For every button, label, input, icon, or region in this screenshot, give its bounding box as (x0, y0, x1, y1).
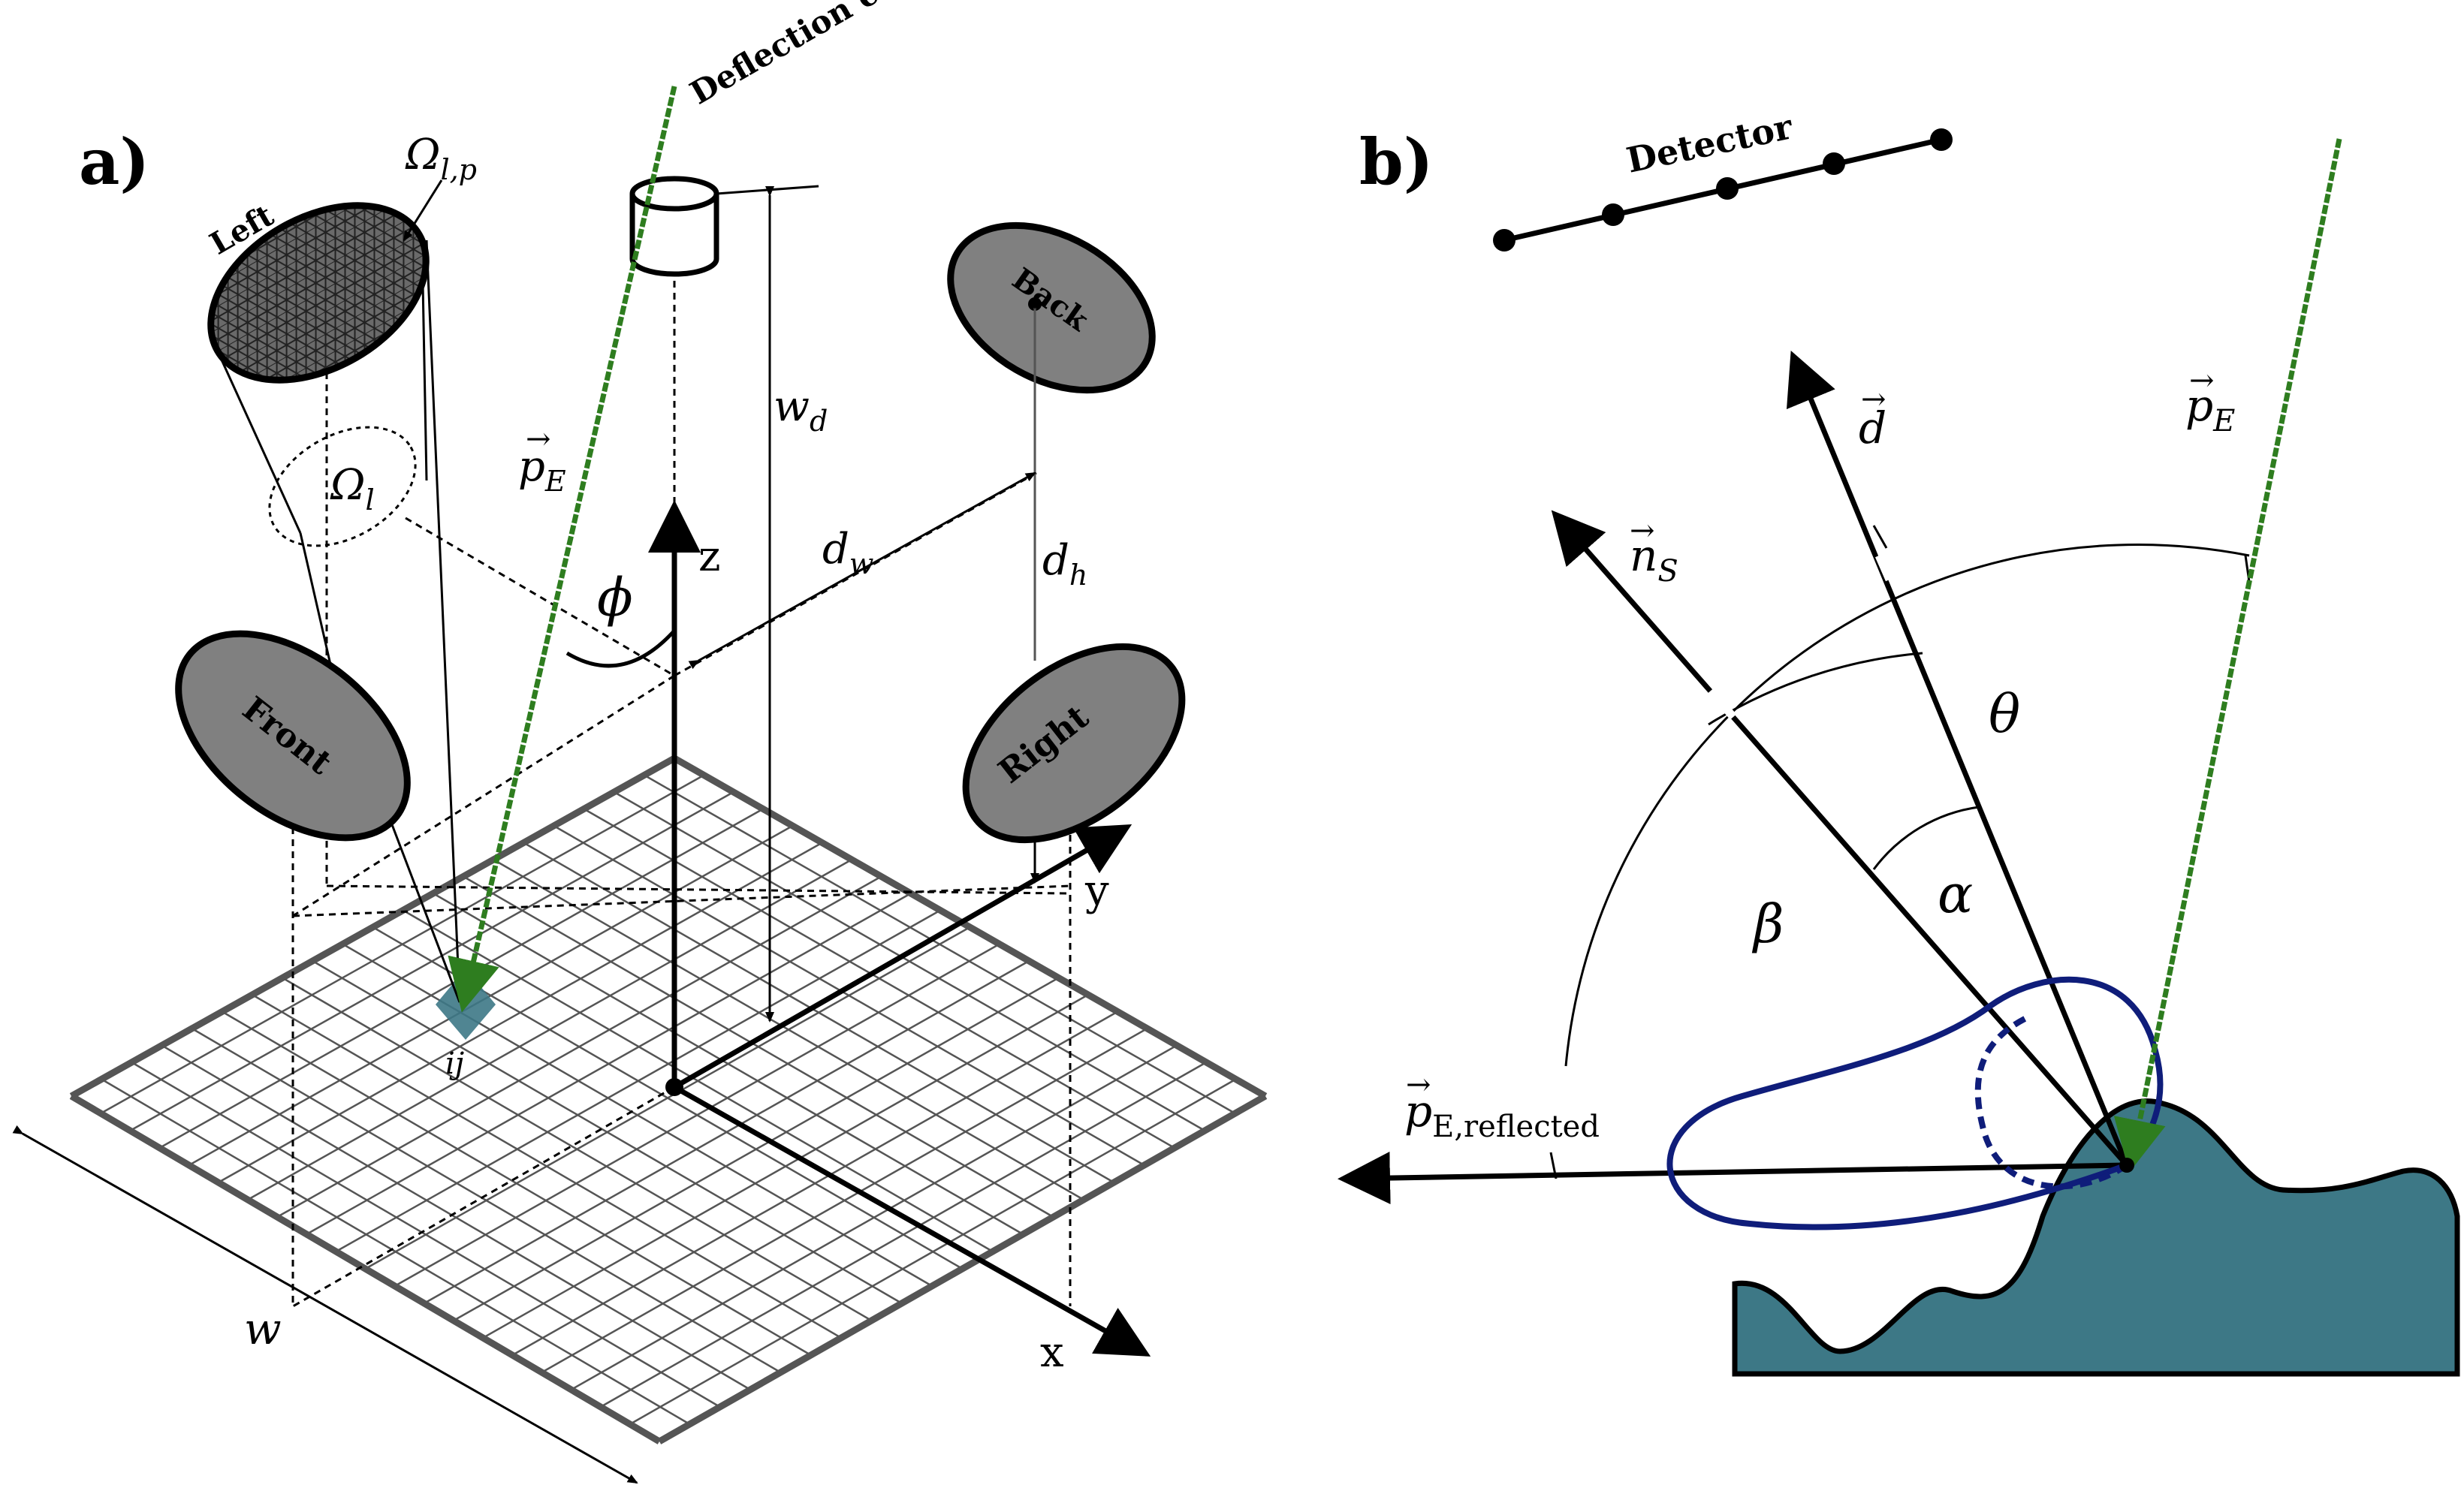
dw-line (688, 471, 1036, 670)
omega-lp-sub: l,p (440, 153, 477, 186)
vector-d (1786, 351, 2130, 1167)
panel-a-label: a) (79, 125, 149, 199)
vector-nS (1551, 510, 2129, 1167)
front-detector (175, 630, 411, 842)
y-axis (673, 824, 1132, 1090)
phi-label: ϕ (597, 567, 633, 628)
beam-pE-b-label: pE (2185, 380, 2235, 438)
omega-l-sub: l (365, 483, 374, 517)
deflection-coils-icon (629, 176, 719, 277)
phi-arc (565, 629, 676, 668)
pixel-ij (436, 968, 496, 1040)
left-detector (207, 202, 430, 384)
beam-pE-b-arrow: → (2189, 363, 2215, 398)
detector-label: Detector (1623, 106, 1796, 181)
back-detector (947, 221, 1156, 394)
outer-arc (1564, 544, 2250, 1067)
panel-a: a) ij Ωl (12, 0, 1268, 1484)
w-label: w (244, 1303, 282, 1354)
grid-line (541, 1027, 1148, 1374)
panel-b: b) Detector (1338, 106, 2460, 1377)
panel-b-label: b) (1359, 125, 1433, 199)
grid-line (69, 1093, 662, 1444)
omega-lp-pointer (403, 179, 443, 242)
vector-nS-label: nS (1630, 530, 1678, 589)
grid-line (657, 1093, 1268, 1444)
alpha-label: α (1938, 863, 1973, 925)
grid-line (101, 1078, 690, 1426)
alpha-arc (1872, 806, 1980, 870)
detector-points (1493, 128, 1953, 252)
w-dimension (12, 1125, 638, 1484)
gap-1 (1874, 553, 1894, 582)
origin-point (665, 1078, 683, 1096)
pixel-ij-label: ij (445, 1047, 464, 1081)
vector-nS-sub: S (1657, 554, 1678, 589)
impact-point (2119, 1158, 2134, 1173)
dw-sub: w (849, 547, 874, 580)
y-axis-label: y (1084, 866, 1109, 915)
x-axis-label: x (1040, 1328, 1064, 1377)
axes (648, 500, 1151, 1357)
wd-sub: d (810, 405, 828, 438)
omega-l-ellipse (268, 426, 417, 547)
x-axis (673, 1084, 1151, 1357)
gap-2 (1707, 688, 1737, 720)
wd-label: wd (774, 382, 828, 438)
beam-pE-b-sub: E (2212, 404, 2235, 438)
vector-nS-arrow: → (1630, 514, 1655, 548)
beta-label: β (1751, 893, 1784, 955)
omega-lp-label: Ωl,p (405, 131, 477, 186)
beam-pE-b (2113, 138, 2342, 1173)
vector-reflected (1338, 1152, 2128, 1205)
grid-line (570, 1044, 1178, 1391)
grid-line (629, 1078, 1237, 1426)
dh-sub: h (1069, 559, 1087, 592)
reflected-sub: E,reflected (1432, 1110, 1600, 1144)
vector-d-label: d (1859, 402, 1886, 453)
beam-pE (448, 86, 677, 1013)
right-detector (962, 643, 1186, 844)
dh-label: dh (1042, 536, 1087, 592)
dw-label: dw (822, 525, 873, 580)
z-axis-label: z (698, 532, 721, 581)
gap-3 (1723, 729, 1754, 761)
sample-surface (1732, 1098, 2460, 1377)
beam-pE-sub: E (544, 465, 566, 498)
arc-ticks (1549, 525, 2251, 1179)
omega-l-label: Ωl (330, 461, 375, 517)
theta-label: θ (1989, 683, 2020, 745)
beam-pE-label: pE (518, 442, 566, 498)
grid-line (600, 1061, 1207, 1408)
reflected-label: pE,reflected (1404, 1086, 1600, 1144)
reflected-arrow: → (1406, 1068, 1431, 1102)
inner-arc (1708, 652, 1923, 726)
solid-angle-cone (212, 239, 461, 1003)
deflection-coils-label: Deflection coils (684, 0, 939, 112)
beam-pE-vec: → (526, 422, 551, 456)
vector-d-arrow: → (1861, 382, 1886, 417)
grid-line (131, 1061, 721, 1408)
